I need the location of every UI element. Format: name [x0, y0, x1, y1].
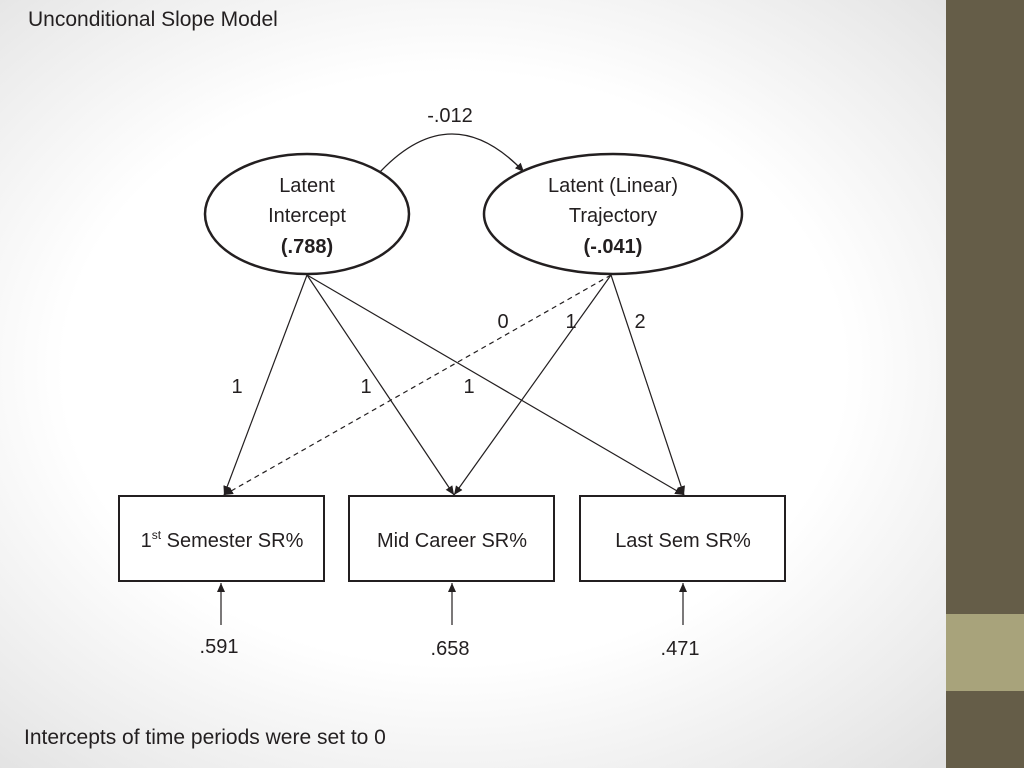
first-semester-box [118, 495, 325, 582]
intercept-to-first-semester-path [223, 274, 308, 496]
covariance-label: -.012 [427, 105, 473, 127]
first-semester-name: Semester SR% [161, 530, 303, 552]
intercept-to-last-sem-path [306, 274, 685, 496]
mid-career-box [348, 495, 555, 582]
latent-intercept-line2: Intercept [268, 205, 346, 227]
first-semester-label: 1st Semester SR% [141, 528, 304, 552]
last-sem-residual: .471 [661, 638, 700, 660]
latent-intercept-variance: (.788) [281, 236, 333, 258]
first-semester-residual: .591 [200, 636, 239, 658]
trajectory-loading-mid-career: 1 [565, 311, 576, 333]
trajectory-to-last-sem-path [610, 274, 685, 496]
intercept-loading-last-sem: 1 [463, 376, 474, 398]
latent-trajectory-line1: Latent (Linear) [548, 175, 678, 197]
mid-career-residual: .658 [431, 638, 470, 660]
intercept-to-mid-career-path [306, 274, 455, 496]
intercept-loading-mid-career: 1 [360, 376, 371, 398]
last-sem-label: Last Sem SR% [615, 530, 751, 552]
trajectory-loading-first-semester: 0 [497, 311, 508, 333]
latent-trajectory-variance: (-.041) [584, 236, 643, 258]
sidebar-accent-block [946, 614, 1024, 691]
slide-background [0, 0, 946, 768]
mid-career-label: Mid Career SR% [377, 530, 527, 552]
intercept-loading-first-semester: 1 [231, 376, 242, 398]
first-semester-prefix: 1 [141, 530, 152, 552]
trajectory-loading-last-sem: 2 [634, 311, 645, 333]
slide-footnote: Intercepts of time periods were set to 0 [24, 726, 386, 749]
trajectory-to-first-semester-path [223, 274, 612, 496]
latent-intercept-ellipse [203, 152, 411, 276]
slide-title: Unconditional Slope Model [28, 8, 278, 31]
latent-trajectory-ellipse [482, 152, 744, 276]
last-sem-box [579, 495, 786, 582]
latent-trajectory-line2: Trajectory [569, 205, 657, 227]
first-semester-superscript: st [152, 528, 162, 542]
latent-intercept-line1: Latent [279, 175, 335, 197]
path-diagram: -.012 Latent Intercept (.788) Latent (Li… [118, 105, 786, 660]
covariance-arrow [370, 133, 525, 182]
trajectory-to-mid-career-path [453, 274, 612, 496]
